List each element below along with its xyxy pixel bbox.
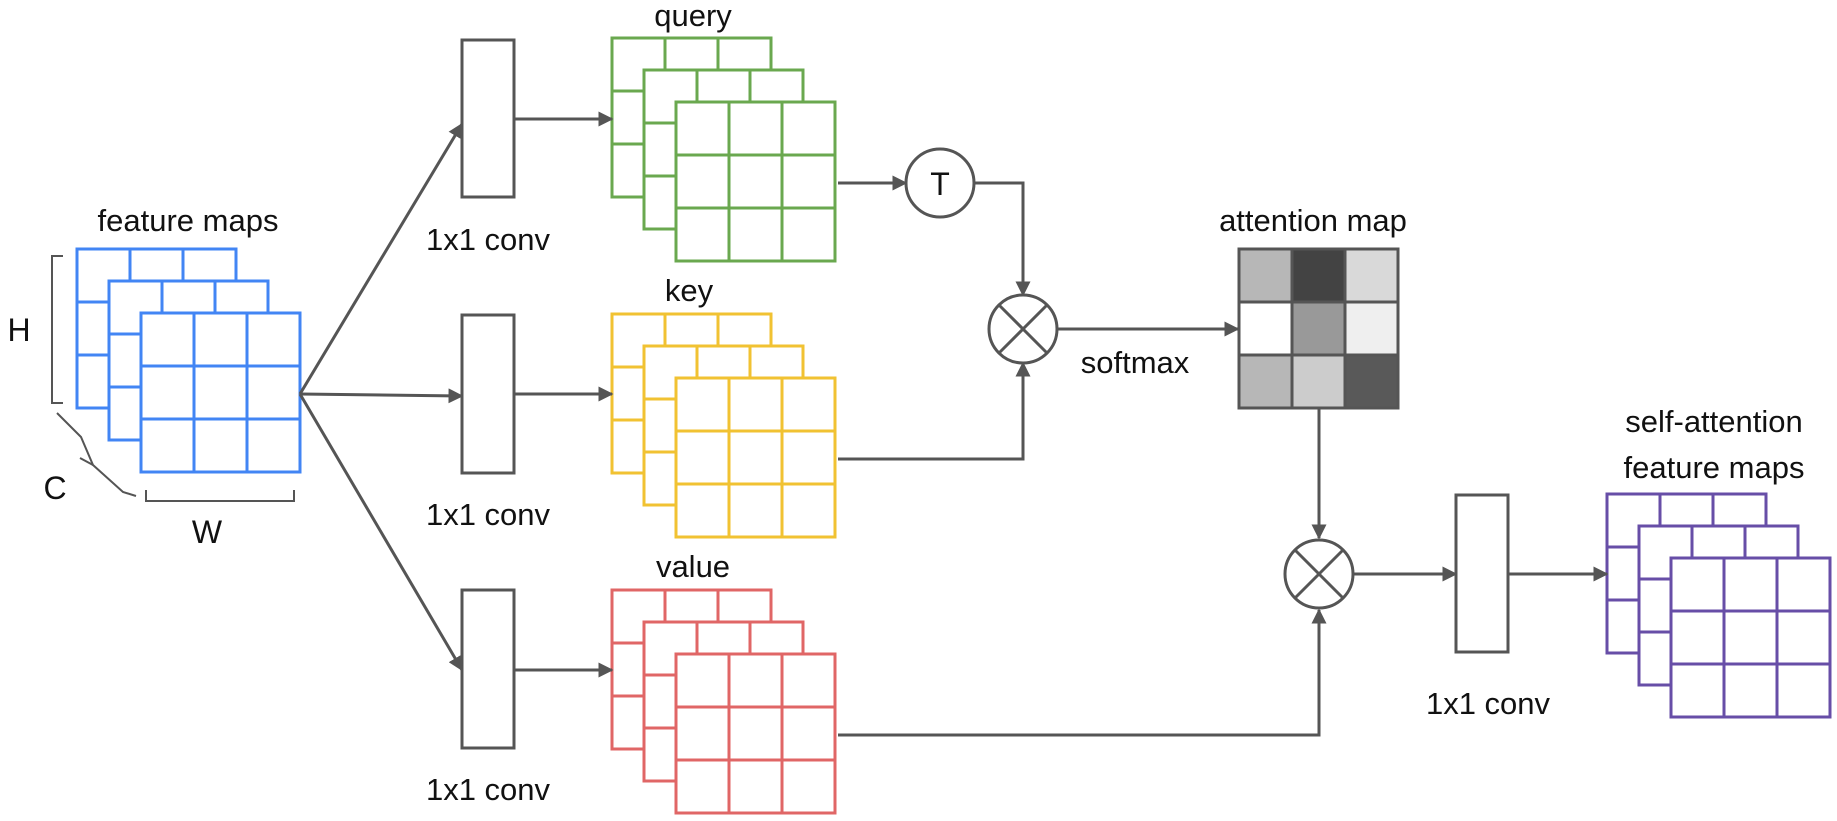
attention-cell-0-2 (1343, 247, 1400, 304)
attention-cell-2-1 (1290, 353, 1347, 410)
arrow-transpose-to-multiply (974, 181, 1031, 297)
transpose-node: T (904, 147, 976, 219)
conv-box-query (460, 38, 516, 199)
arrow-input-to-query-conv (298, 122, 464, 395)
key-label: key (665, 273, 714, 308)
conv-label-key: 1x1 conv (426, 497, 551, 532)
input-map-layer-3 (139, 311, 302, 474)
value-map-layer-3 (674, 652, 837, 815)
attention-cell-2-2 (1343, 353, 1400, 410)
output-map-layer-3 (1669, 556, 1832, 719)
feature-maps-label: feature maps (98, 203, 279, 238)
input-feature-maps (75, 247, 302, 474)
value-feature-maps (610, 588, 837, 815)
conv-box-key (460, 313, 516, 475)
attention-cell-1-2 (1343, 300, 1400, 357)
arrow-value-to-multiply (838, 608, 1327, 737)
conv-box-value (460, 588, 516, 750)
attention-cell-0-1 (1290, 247, 1347, 304)
output-feature-maps (1605, 492, 1832, 719)
transpose-label: T (930, 166, 950, 202)
width-label: W (192, 514, 223, 550)
attention-map-grid (1237, 247, 1400, 410)
query-label: query (654, 0, 732, 33)
circled-t-icon (904, 147, 976, 219)
attention-cell-2-0 (1237, 353, 1294, 410)
attention-cell-0-0 (1237, 247, 1294, 304)
matmul-node-2 (1283, 538, 1355, 610)
conv-label-query: 1x1 conv (426, 222, 551, 257)
arrow-input-to-key-conv (299, 388, 464, 404)
channel-label: C (43, 470, 66, 506)
conv-label-value: 1x1 conv (426, 772, 551, 807)
value-label: value (656, 549, 730, 584)
self-attention-label-line1: self-attention (1625, 404, 1803, 439)
attention-cell-1-1 (1290, 300, 1347, 357)
arrow-input-to-value-conv (298, 393, 464, 672)
self-attention-label-line2: feature maps (1624, 450, 1805, 485)
query-feature-maps (610, 36, 837, 263)
key-map-layer-3 (674, 376, 837, 539)
attention-map-label: attention map (1219, 203, 1407, 238)
matmul-node-1 (987, 293, 1059, 365)
softmax-label: softmax (1081, 345, 1190, 380)
key-feature-maps (610, 312, 837, 539)
conv-box-output (1454, 493, 1510, 654)
width-bracket (145, 490, 295, 502)
attention-cell-1-0 (1237, 300, 1294, 357)
query-map-layer-3 (674, 100, 837, 263)
channel-bracket-tick (79, 457, 94, 466)
height-bracket (51, 255, 63, 404)
arrow-key-to-multiply (838, 361, 1031, 461)
conv-label-output: 1x1 conv (1426, 686, 1551, 721)
height-label: H (7, 312, 30, 348)
